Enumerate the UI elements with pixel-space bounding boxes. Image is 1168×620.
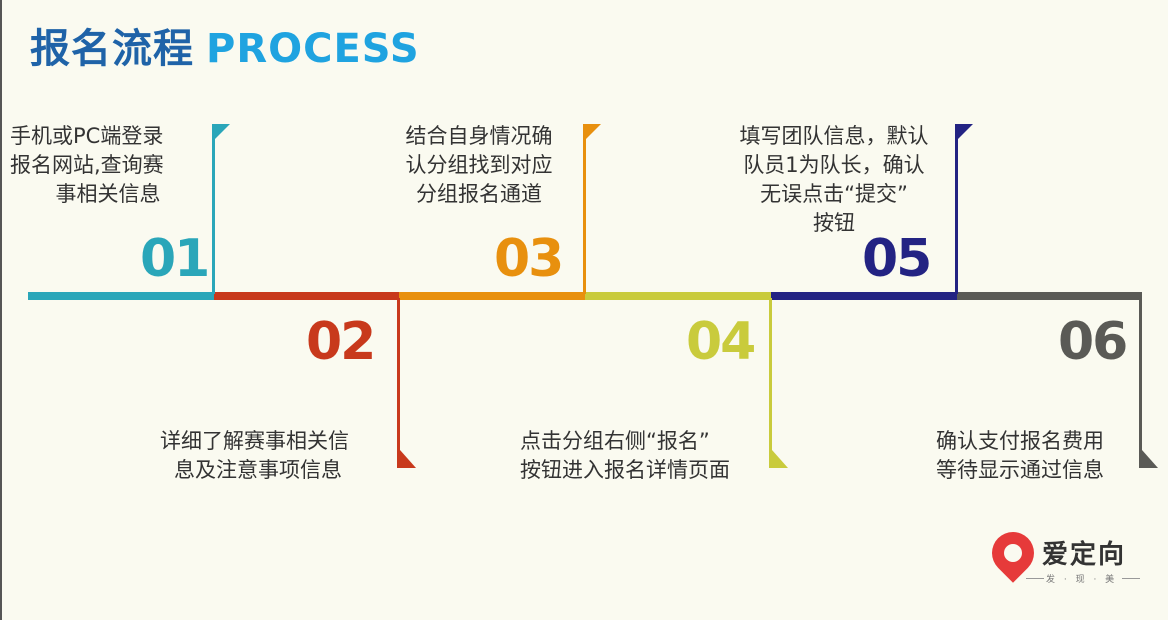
logo-rule-left bbox=[1026, 578, 1044, 579]
step-3-line-3: 分组报名通道 bbox=[416, 182, 542, 206]
step-1-line-3: 事相关信息 bbox=[55, 182, 161, 206]
step-5-flag-icon bbox=[955, 124, 973, 142]
timeline-segment-3 bbox=[399, 292, 585, 300]
step-4-flag-icon bbox=[772, 450, 788, 468]
step-5-line-4: 按钮 bbox=[813, 211, 855, 235]
location-pin-icon bbox=[983, 523, 1043, 583]
step-5-pole bbox=[955, 124, 958, 294]
logo-tagline: 发 · 现 · 美 bbox=[1046, 575, 1118, 585]
step-5-line-1: 填写团队信息，默认 bbox=[739, 124, 929, 148]
logo-rule-right bbox=[1122, 578, 1140, 579]
step-1-line-1: 手机或PC端登录 bbox=[10, 124, 164, 148]
step-3-line-1: 结合自身情况确 bbox=[405, 124, 553, 148]
page-title: 报名流程 PROCESS bbox=[30, 16, 420, 74]
step-6-flag-icon bbox=[1142, 450, 1158, 468]
step-3-number: 03 bbox=[494, 229, 564, 289]
step-2-description: 详细了解赛事相关信 息及注意事项信息 bbox=[160, 427, 382, 485]
title-english: PROCESS bbox=[206, 26, 420, 72]
step-3-flag-icon bbox=[583, 124, 601, 142]
step-1-number: 01 bbox=[140, 229, 210, 289]
step-1-pole bbox=[212, 124, 215, 294]
left-border bbox=[0, 0, 2, 620]
step-6-number: 06 bbox=[1058, 312, 1128, 372]
step-1-description: 手机或PC端登录 报名网站,查询赛 事相关信息 bbox=[10, 122, 198, 209]
step-3-pole bbox=[583, 124, 586, 294]
step-1-line-2: 报名网站,查询赛 bbox=[10, 153, 164, 177]
step-6-description: 确认支付报名费用 等待显示通过信息 bbox=[936, 427, 1136, 485]
timeline-segment-5 bbox=[771, 292, 957, 300]
step-5-line-2: 队员1为队长，确认 bbox=[743, 153, 925, 177]
step-6-pole bbox=[1139, 298, 1142, 468]
step-2-flag-icon bbox=[400, 450, 416, 468]
step-6-line-1: 确认支付报名费用 bbox=[936, 429, 1104, 453]
title-chinese: 报名流程 bbox=[30, 26, 194, 72]
step-2-line-2: 息及注意事项信息 bbox=[174, 458, 342, 482]
step-5-line-3: 无误点击“提交” bbox=[760, 182, 908, 206]
timeline-segment-4 bbox=[585, 292, 771, 300]
timeline-segment-2 bbox=[214, 292, 399, 300]
step-2-pole bbox=[397, 298, 400, 468]
step-4-description: 点击分组右侧“报名” 按钮进入报名详情页面 bbox=[520, 427, 765, 485]
step-3-description: 结合自身情况确 认分组找到对应 分组报名通道 bbox=[390, 122, 568, 209]
logo-name: 爱定向 bbox=[1042, 540, 1127, 570]
step-4-line-1: 点击分组右侧“报名” bbox=[520, 429, 710, 453]
step-4-number: 04 bbox=[686, 312, 756, 372]
brand-logo: 爱定向 发 · 现 · 美 bbox=[983, 523, 1140, 598]
step-4-line-2: 按钮进入报名详情页面 bbox=[520, 458, 730, 482]
step-1-flag-icon bbox=[212, 124, 230, 142]
step-3-line-2: 认分组找到对应 bbox=[405, 153, 553, 177]
step-5-description: 填写团队信息，默认 队员1为队长，确认 无误点击“提交” 按钮 bbox=[720, 122, 948, 238]
timeline-segment-1 bbox=[28, 292, 214, 300]
step-6-line-2: 等待显示通过信息 bbox=[936, 458, 1104, 482]
step-4-pole bbox=[769, 298, 772, 468]
step-2-number: 02 bbox=[306, 312, 376, 372]
step-5-number: 05 bbox=[862, 229, 932, 289]
timeline-segment-6 bbox=[957, 292, 1142, 300]
step-2-line-1: 详细了解赛事相关信 bbox=[160, 429, 349, 453]
